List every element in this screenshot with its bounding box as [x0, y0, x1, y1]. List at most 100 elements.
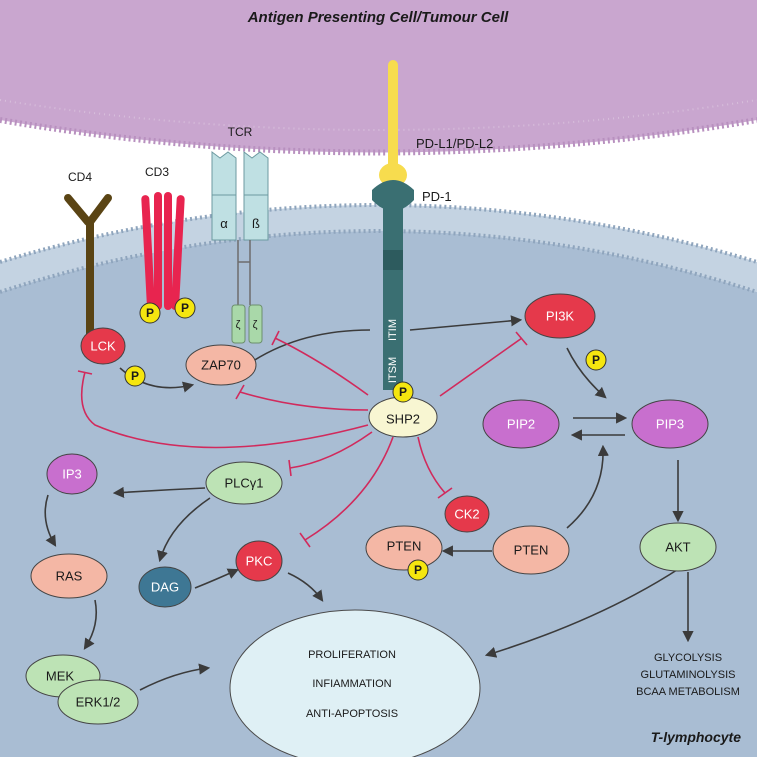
phospho-pi3k: P [585, 349, 607, 371]
tcr-receptor [211, 151, 269, 344]
inhibit-shp2-pkc-bar [299, 532, 311, 548]
arrow-pi3k-to-pip3 [566, 347, 607, 399]
pd1-transmembrane [383, 250, 403, 270]
arrow-plc-to-dag [157, 497, 211, 563]
node-pten-label: PTEN [514, 543, 549, 558]
nucleus [229, 609, 481, 757]
t-cell-membrane-outer [0, 203, 757, 264]
tcr-zeta-1 [231, 304, 246, 344]
node-lck: LCK [80, 327, 126, 365]
inhibit-shp2-zap70-bar [235, 384, 245, 400]
arrow-zap70-to-itim [249, 329, 371, 364]
phospho-pten-label: P [414, 563, 422, 577]
arrow-pkc-to-nucleus [287, 572, 324, 602]
inhibit-shp2-pkc [304, 436, 394, 541]
phospho-pten: P [407, 559, 429, 581]
inhibit-shp2-lck [80, 371, 369, 449]
arrow-itim-to-pi3k [409, 315, 523, 331]
pd1-label: PD-1 [422, 189, 452, 204]
arrow-erk-to-nucleus [139, 663, 211, 691]
inhibit-shp2-pi3k-bar [515, 331, 528, 346]
arrow-plc-to-ip3 [112, 486, 206, 498]
tcr-beta-label: ß [252, 216, 260, 231]
phospho-shp2-label: P [399, 385, 407, 399]
cd3-chain-4 [171, 195, 185, 310]
metabolism-glycolysis: GLYCOLYSIS [654, 652, 722, 664]
node-lck-label: LCK [90, 339, 116, 354]
node-ip3-label: IP3 [62, 467, 82, 482]
pdl-label: PD-L1/PD-L2 [416, 136, 493, 151]
tcr-alpha-top [211, 151, 237, 196]
node-dag-label: DAG [151, 580, 179, 595]
node-pkc-label: PKC [246, 554, 273, 569]
inhibition-arrows [77, 330, 528, 548]
arrow-dag-to-pkc [194, 568, 240, 589]
node-pkc: PKC [235, 540, 283, 582]
arrow-ip3-to-ras [44, 494, 57, 547]
phospho-cd3-2-label: P [181, 301, 189, 315]
inhibit-shp2-lck-bar [77, 370, 93, 375]
node-erk: ERK1/2 [57, 679, 139, 725]
node-pip3-label: PIP3 [656, 417, 684, 432]
t-lymphocyte-label: T-lymphocyte [651, 729, 741, 745]
apc-membrane-inner [0, 99, 757, 131]
cd3-receptor [141, 192, 185, 310]
metabolism-bcaa: BCAA METABOLISM [636, 686, 740, 698]
phospho-lck: P [124, 365, 146, 387]
node-akt: AKT [639, 522, 717, 572]
cd3-chain-1 [141, 195, 155, 310]
node-mek-label: MEK [46, 669, 75, 684]
cd4-label: CD4 [68, 170, 92, 184]
inhibit-shp2-tcr-bar [271, 330, 280, 346]
tcr-zeta-2-label: ζ [253, 319, 258, 331]
node-plcg1-label: PLCγ1 [224, 476, 263, 491]
arrow-pten-to-pip3 [566, 444, 609, 529]
phospho-cd3-1-label: P [146, 306, 154, 320]
tcr-label: TCR [228, 125, 253, 139]
tcr-beta-domain [243, 194, 269, 241]
node-ck2-label: CK2 [454, 507, 479, 522]
node-ip3: IP3 [46, 453, 98, 495]
node-pip2-label: PIP2 [507, 417, 535, 432]
itsm-label: ITSM [387, 357, 399, 383]
phospho-cd3-2: P [174, 297, 196, 319]
apc-cell [0, 0, 757, 156]
pdl1-stalk [388, 60, 398, 170]
pd1-head [372, 180, 414, 211]
phospho-cd3-1: P [139, 302, 161, 324]
inhibit-shp2-ck2-bar [437, 487, 453, 499]
inhibit-shp2-plc-bar [288, 459, 292, 477]
node-dag: DAG [138, 566, 192, 608]
pdl1-head [379, 163, 407, 187]
phospho-lck-label: P [131, 369, 139, 383]
tcr-zeta-1-label: ζ [236, 319, 241, 331]
arrow-ras-to-mek [83, 599, 98, 650]
apc-title: Antigen Presenting Cell/Tumour Cell [247, 9, 509, 26]
apc-membrane [0, 0, 757, 153]
node-zap70-label: ZAP70 [201, 358, 241, 373]
phospho-shp2: P [392, 381, 414, 403]
outcome-anti-apoptosis: ANTI-APOPTOSIS [306, 708, 398, 720]
node-pten: PTEN [492, 525, 570, 575]
node-plcg1: PLCγ1 [205, 461, 283, 505]
inhibit-shp2-plc [289, 431, 373, 469]
node-ras-label: RAS [56, 569, 83, 584]
inhibit-shp2-zap70 [239, 391, 369, 411]
node-shp2-label: SHP2 [386, 412, 420, 427]
node-pi3k: PI3K [524, 293, 596, 339]
node-pten-p-label: PTEN [387, 539, 422, 554]
node-zap70: ZAP70 [185, 344, 257, 386]
node-akt-label: AKT [665, 540, 690, 555]
cd4-stalk [86, 220, 94, 335]
node-pten-p: PTEN [365, 525, 443, 571]
tcr-alpha-label: α [220, 216, 228, 231]
tcr-alpha-domain [211, 194, 237, 241]
cd3-label: CD3 [145, 165, 169, 179]
outcome-proliferation: PROLIFERATION [308, 649, 396, 661]
itim-label: ITIM [387, 319, 399, 341]
cd4-receptor [64, 194, 112, 335]
cd4-arm-right [86, 194, 112, 226]
tcr-beta-top [243, 151, 269, 196]
